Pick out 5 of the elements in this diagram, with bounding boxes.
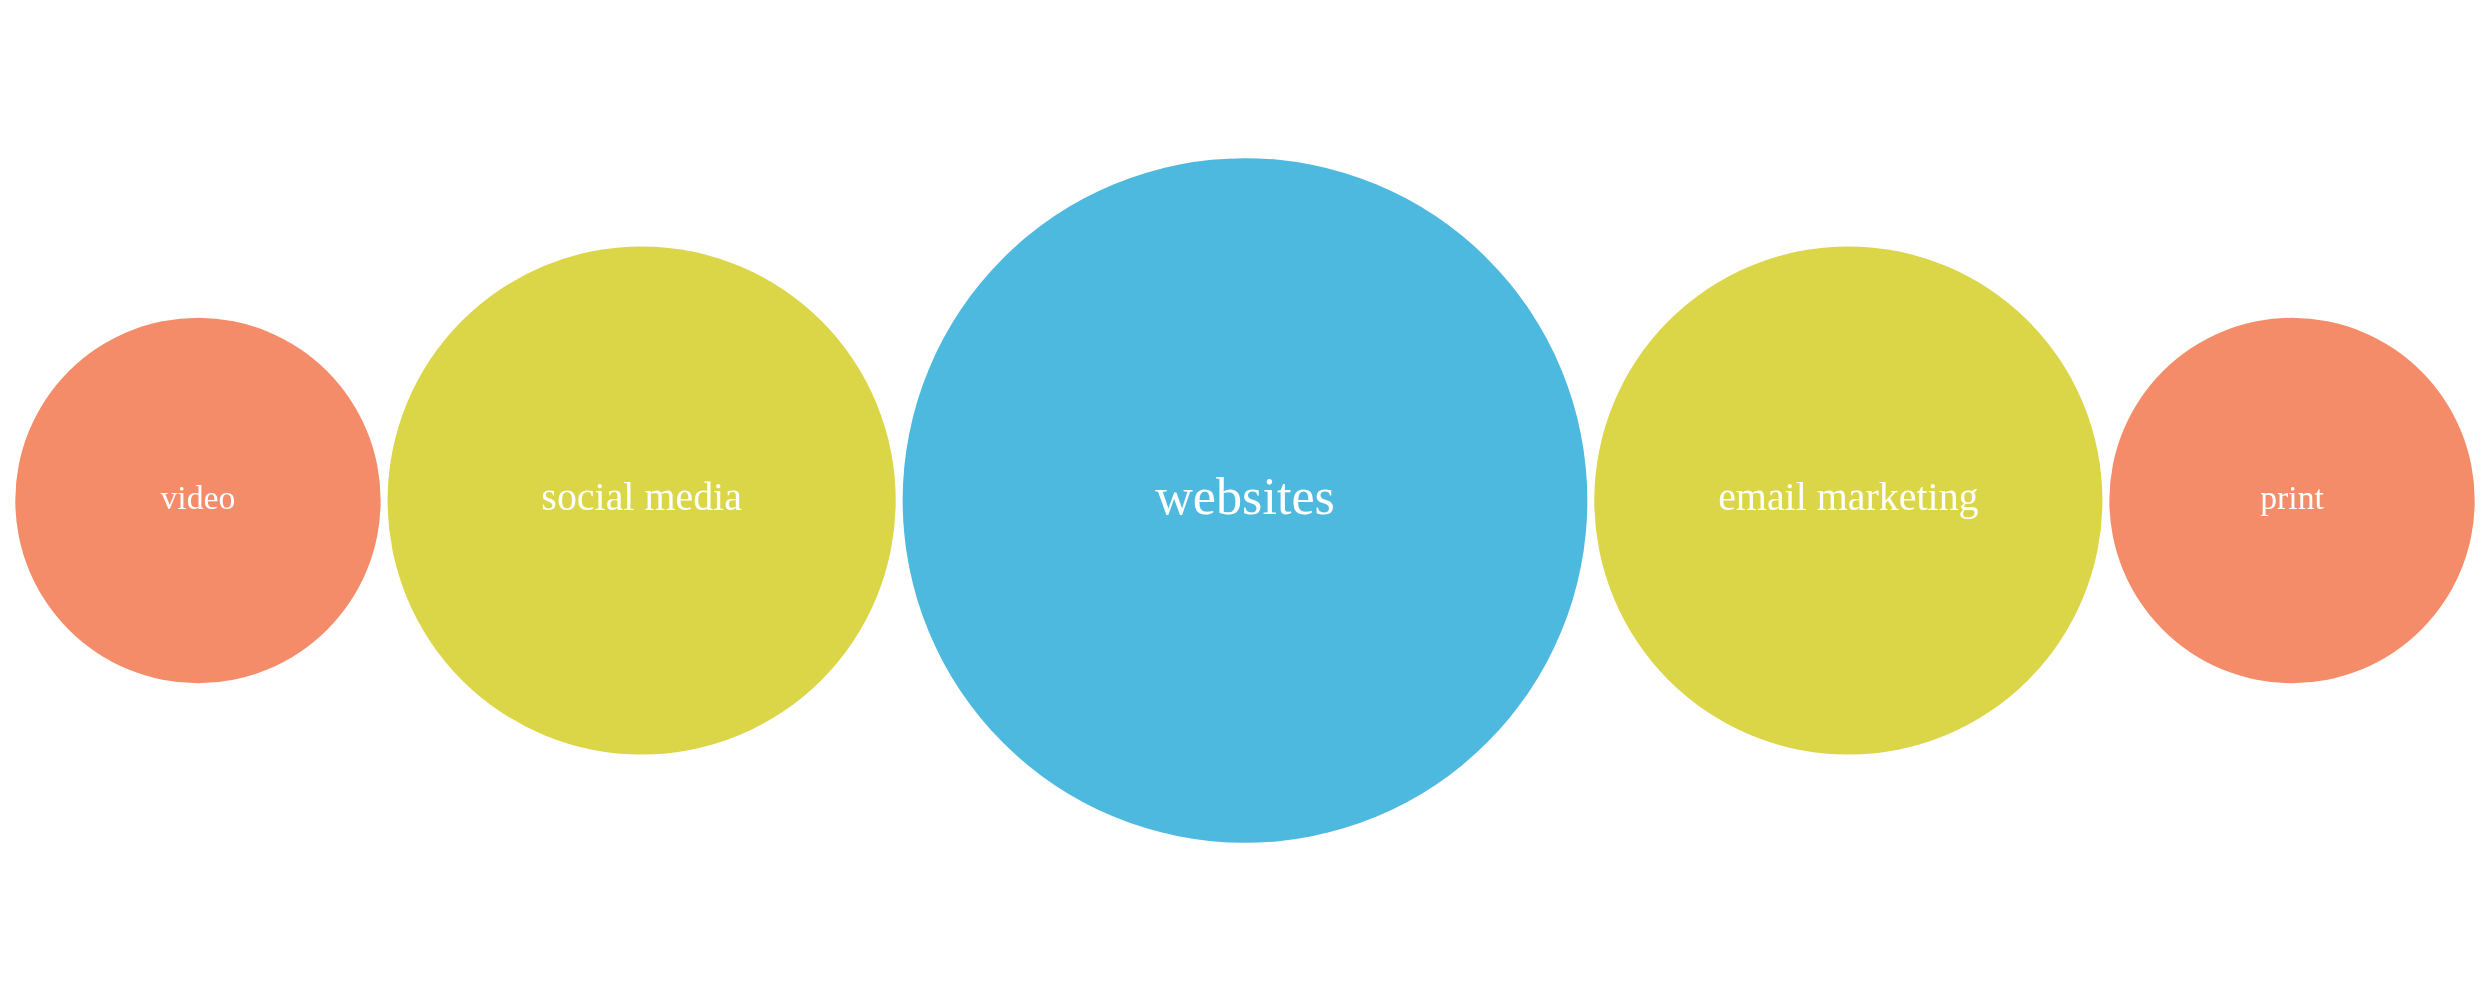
node-circle: video: [15, 317, 381, 683]
node-circle: email marketing: [1594, 245, 2103, 755]
node-circle: social media: [387, 245, 896, 755]
node-circle: websites: [902, 157, 1588, 843]
node-circle: print: [2109, 317, 2475, 683]
